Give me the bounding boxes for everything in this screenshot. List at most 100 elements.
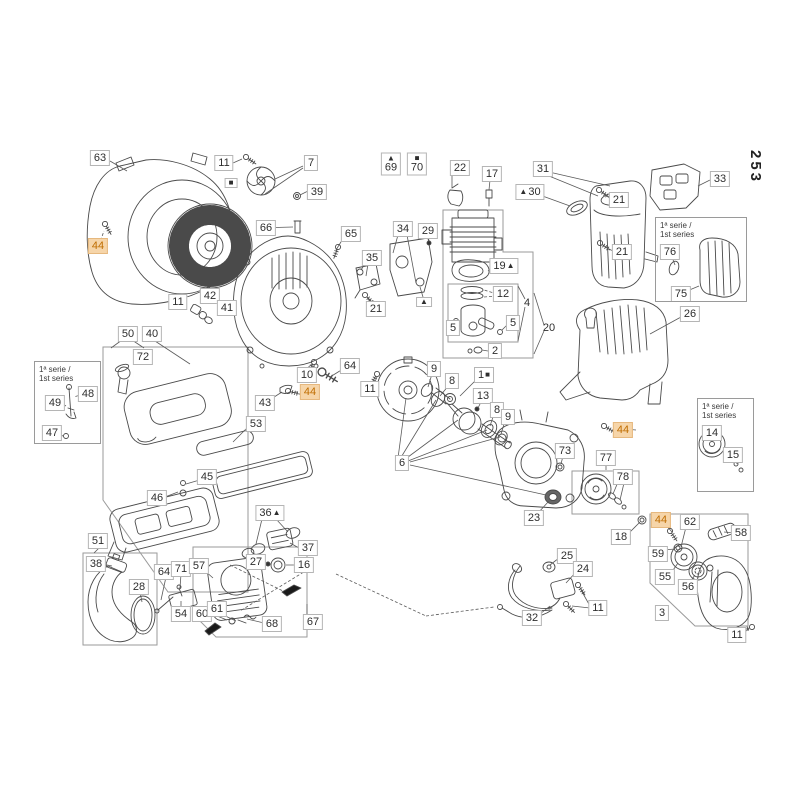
part-number: 44 [654, 514, 668, 526]
part-number: 11 [731, 629, 743, 641]
part-label-32: 32 [521, 610, 543, 626]
part-number: 15 [726, 449, 740, 461]
part-label-66: 66 [255, 220, 277, 236]
part-number: 23 [527, 512, 541, 524]
part-label-71: 71 [170, 561, 192, 577]
part-number: 50 [121, 328, 135, 340]
bearing-right [480, 420, 498, 438]
part-number: 64 [157, 566, 171, 578]
part-number: 16 [297, 559, 311, 571]
part-number: 71 [174, 563, 188, 575]
engine-cover [559, 299, 669, 405]
part-number: 37 [301, 542, 315, 554]
part-label-28: 28 [128, 579, 150, 595]
part-number: 26 [683, 308, 697, 320]
aircleaner-cover [123, 373, 232, 445]
part-label-44: 44 [87, 238, 109, 254]
part-label-11: 11 [727, 627, 747, 643]
mount-bits [190, 303, 213, 324]
part-number: 21 [369, 303, 383, 315]
part-number: 39 [310, 186, 324, 198]
part-number: 5 [449, 322, 457, 334]
part-label-65: 65 [340, 226, 362, 242]
part-label-40: 40 [141, 326, 163, 342]
part-label-5: 5 [445, 320, 461, 336]
part-label-63: 63 [89, 150, 111, 166]
part-number: 14 [705, 427, 719, 439]
part-number: 47 [45, 427, 59, 439]
part-label-70: ■70 [406, 152, 428, 176]
series-variant-box: 1ª serie /1st series [655, 217, 747, 302]
part-label-58: 58 [730, 525, 752, 541]
airfilter-group-box [102, 346, 249, 593]
part-label-15: 15 [722, 447, 744, 463]
part-label-44: 44 [650, 512, 672, 528]
part-label-64: 64 [339, 358, 361, 374]
part-number: 2 [491, 345, 499, 357]
part-label-51: 51 [87, 533, 109, 549]
part-label-14: 14 [701, 425, 723, 441]
part-number: 19 [493, 260, 506, 272]
part-label-8: 8 [444, 373, 460, 389]
part-number: 53 [249, 418, 263, 430]
part-number: 49 [48, 397, 62, 409]
part-number: 56 [681, 581, 695, 593]
part-number: 76 [663, 246, 677, 258]
part-number: 32 [525, 612, 539, 624]
triangle-marker-icon: ▲ [420, 297, 428, 306]
part-number: 59 [651, 548, 665, 560]
part-label-73: 73 [554, 443, 576, 459]
cylinder-gasket [451, 259, 490, 282]
part-label-5: 5 [505, 315, 521, 331]
part-number: 11 [592, 602, 604, 614]
starter-cover [696, 555, 752, 630]
triangle-marker-icon: ▲ [519, 187, 528, 196]
cylinder-group-box [442, 209, 534, 359]
part-label-77: 77 [595, 450, 617, 466]
part-number: 9 [430, 363, 438, 375]
part-label-6: 6 [394, 455, 410, 471]
part-label-20: 20 [539, 320, 559, 336]
part-label-16: 16 [293, 557, 315, 573]
part-number: 31 [536, 163, 550, 175]
triangle-marker-icon: ▲ [272, 508, 281, 517]
part-label-11: 11 [214, 155, 234, 171]
small-hardware [63, 192, 647, 525]
part-label-23: 23 [523, 510, 545, 526]
part-number: 35 [365, 252, 379, 264]
blower-elbow [87, 553, 156, 643]
part-label-3: 3 [654, 605, 670, 621]
part-label-50: 50 [117, 326, 139, 342]
part-label-8: 8 [489, 402, 505, 418]
heat-shield [649, 163, 701, 211]
stud-45 [180, 480, 186, 486]
part-number: 78 [616, 471, 630, 483]
part-number: 7 [307, 157, 315, 169]
seal-left [420, 383, 434, 397]
part-label-12: 12 [492, 286, 514, 302]
part-number: 11 [218, 157, 230, 169]
trigger-block [550, 577, 576, 600]
pawl-cover [204, 557, 268, 636]
clutch-drum-group-box [571, 470, 640, 515]
square-marker-icon: ■ [485, 370, 490, 379]
part-number: 30 [528, 186, 541, 198]
part-number: 33 [713, 173, 727, 185]
part-number: 1 [478, 369, 485, 381]
starter-assembly [670, 522, 752, 630]
starter-pulley [670, 543, 698, 571]
part-number: 77 [599, 452, 613, 464]
clutch-drum [580, 473, 627, 510]
part-label-45: 45 [196, 469, 218, 485]
series-variant-box: 1ª serie /1st series [697, 398, 754, 492]
part-number: 5 [509, 317, 517, 329]
pawl [228, 617, 236, 625]
part-label-24: 24 [572, 561, 594, 577]
part-number: 21 [615, 246, 629, 258]
part-number: 3 [658, 607, 666, 619]
part-label-61: 61 [206, 601, 228, 617]
part-number: 60 [195, 608, 209, 620]
part-label-21: 21 [608, 192, 630, 208]
part-number: 22 [453, 162, 467, 174]
part-number: 64 [343, 360, 357, 372]
